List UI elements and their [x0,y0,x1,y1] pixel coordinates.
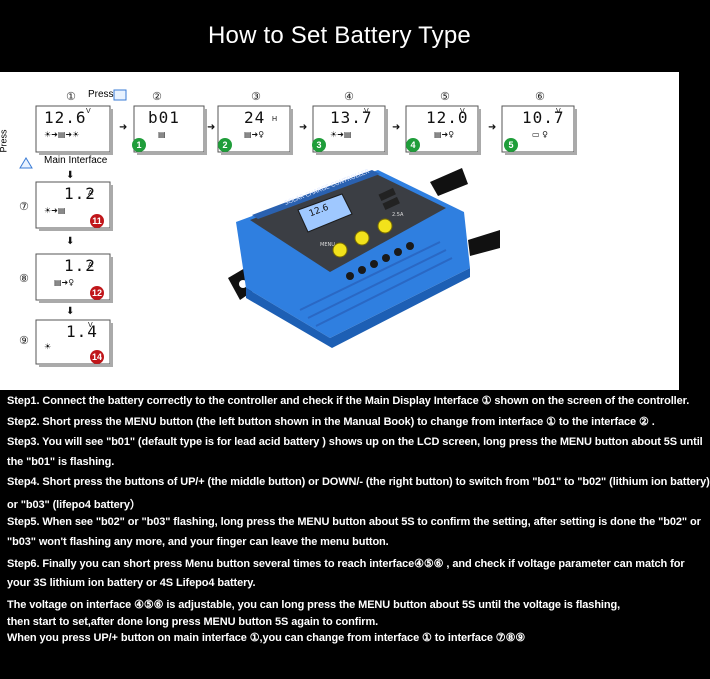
press-button-icon [113,89,127,101]
arrow-right-icon: ➜ [488,122,497,133]
screen-7-number: ⑦ [19,200,29,213]
instruction-line: Step6. Finally you can short press Menu … [7,558,685,570]
arrow-right-icon: ➜ [207,122,216,133]
screen-5-unit: V [460,108,465,115]
screen-6-unit: V [556,108,561,115]
screen-3-badge: 2 [218,138,232,152]
main-interface-label: Main Interface [44,155,108,166]
screen-5-number: ⑤ [440,90,450,103]
instruction-line: or "b03" (lifepo4 battery） [7,499,141,511]
screen-1-reading: 12.6 [44,108,87,127]
screen-2-badge: 1 [132,138,146,152]
title-band: How to Set Battery Type [0,0,679,72]
instruction-line: Step2. Short press the MENU button (the … [7,416,655,428]
diagram-panel: Press Press Main Interface ① ② ③ ④ ⑤ ⑥ ⑦… [0,72,679,390]
screen-5-icons: ▤➜♀ [434,130,455,139]
screen-4-icons: ☀➜▤ [330,130,352,139]
screen-5-badge: 4 [406,138,420,152]
screen-3-icons: ▤➜♀ [244,130,265,139]
screen-9-icons: ☀ [44,342,52,351]
press-label-vertical: Press [0,129,9,153]
arrow-right-icon: ➜ [119,122,128,133]
screen-3 [217,105,293,155]
screen-9-badge: 14 [90,350,104,364]
screen-1-number: ① [66,90,76,103]
screen-2-icons: ▤ [158,130,166,139]
instruction-line: your 3S lithium ion battery or 4S Lifepo… [7,577,256,589]
screen-6-reading: 10.7 [522,108,565,127]
screen-8-badge: 12 [90,286,104,300]
press-up-icon [19,157,33,169]
instruction-line: Step3. You will see "b01" (default type … [7,436,703,448]
screen-3-number: ③ [251,90,261,103]
instruction-line: the "b01" is flashing. [7,456,115,468]
screen-7-icons: ☀➜▤ [44,206,66,215]
arrow-right-icon: ➜ [299,122,308,133]
screen-4-number: ④ [344,90,354,103]
screen-5-reading: 12.0 [426,108,469,127]
screen-2-reading: b01 [148,108,180,127]
screen-3-unit: H [272,116,278,123]
screen-6 [501,105,577,155]
screen-8-number: ⑧ [19,272,29,285]
screen-9-reading: 1.4 [66,322,98,341]
screen-7-reading: 1.2 [64,184,96,203]
instruction-line: "b03" won't flashing any more, and your … [7,536,389,548]
screen-4-reading: 13.7 [330,108,373,127]
screen-3-reading: 24 [244,108,266,127]
instruction-line: The voltage on interface ④⑤⑥ is adjustab… [7,599,621,611]
instruction-line: Step4. Short press the buttons of UP/+ (… [7,476,710,488]
screen-7-badge: 11 [90,214,104,228]
arrow-down-icon: ⬇ [66,236,75,247]
charge-controller-device [228,168,500,348]
screen-9-number: ⑨ [19,334,29,347]
page-title: How to Set Battery Type [208,22,471,49]
screen-8-unit: A [88,262,93,269]
arrow-down-icon: ⬇ [66,170,75,181]
screen-9-unit: V [88,322,93,329]
screen-1-icons: ☀➜▤➜☀ [44,130,80,139]
screen-6-badge: 5 [504,138,518,152]
screen-2-number: ② [152,90,162,103]
instruction-line: Step1. Connect the battery correctly to … [7,395,690,407]
device-usb-label: 2.5A [392,212,404,218]
arrow-right-icon: ➜ [392,122,401,133]
screen-7-unit: A [88,190,93,197]
screen-6-number: ⑥ [535,90,545,103]
screen-1-unit: V [86,108,91,115]
screen-8-icons: ▤➜♀ [54,278,75,287]
instruction-line: Step5. When see "b02" or "b03" flashing,… [7,516,701,528]
screen-4-badge: 3 [312,138,326,152]
screen-1 [35,105,113,155]
instruction-line: then start to set,after done long press … [7,616,379,628]
arrow-down-icon: ⬇ [66,306,75,317]
screen-4-unit: V [364,108,369,115]
screen-8-reading: 1.2 [64,256,96,275]
press-label: Press [88,89,114,100]
instructions-panel: Step1. Connect the battery correctly to … [0,390,710,679]
instruction-line: When you press UP/+ button on main inter… [7,632,526,644]
screen-6-icons: ▭ ♀ [532,130,548,139]
device-menu-label: MENU [320,242,335,248]
